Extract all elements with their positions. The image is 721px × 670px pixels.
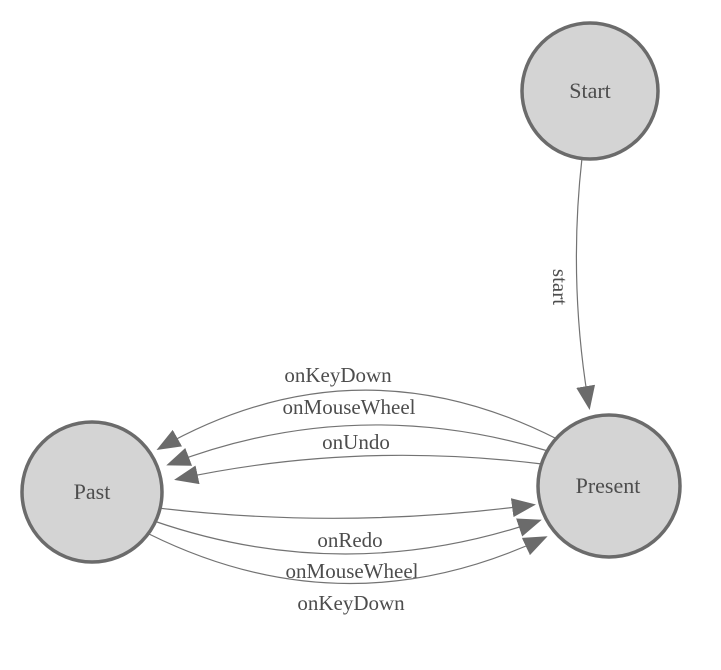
edge-onredo-to-present[interactable]: onRedo (157, 498, 536, 552)
edge-start-transition[interactable]: start (548, 157, 596, 410)
node-start-label: Start (569, 78, 611, 103)
node-present[interactable]: Present (536, 413, 682, 559)
edge-label-onkeydown-bottom: onKeyDown (297, 591, 405, 615)
edge-label-onkeydown-top: onKeyDown (284, 363, 392, 387)
edge-onkeydown-to-present-path[interactable] (148, 533, 548, 585)
edge-onkeydown-to-past[interactable]: onKeyDown (156, 363, 558, 450)
edge-label-onredo: onRedo (317, 528, 382, 552)
node-start-circle[interactable] (520, 21, 660, 161)
node-start[interactable]: Start (520, 21, 660, 161)
edge-label-onmousewheel-top: onMouseWheel (283, 395, 416, 419)
edge-onmousewheel-to-present[interactable]: onMouseWheel (153, 518, 542, 583)
edge-label-onmousewheel-bottom: onMouseWheel (286, 559, 419, 583)
node-past-label: Past (74, 479, 111, 504)
node-present-label: Present (576, 473, 641, 498)
edge-onmousewheel-to-past-path[interactable] (166, 424, 549, 466)
edge-onredo-to-present-path[interactable] (157, 498, 536, 519)
edge-start-transition-path[interactable] (575, 157, 596, 410)
edge-label-start: start (548, 269, 572, 305)
edge-onundo-to-past-path[interactable] (174, 454, 543, 485)
edge-onkeydown-to-present[interactable]: onKeyDown (148, 533, 548, 615)
edge-onkeydown-to-past-path[interactable] (156, 389, 558, 450)
node-past-circle[interactable] (20, 420, 164, 564)
edge-onmousewheel-to-past[interactable]: onMouseWheel (166, 395, 549, 466)
node-past[interactable]: Past (20, 420, 164, 564)
edge-onmousewheel-to-present-path[interactable] (153, 518, 542, 555)
node-present-circle[interactable] (536, 413, 682, 559)
edge-label-onundo: onUndo (322, 430, 390, 454)
edge-onundo-to-past[interactable]: onUndo (174, 430, 543, 485)
